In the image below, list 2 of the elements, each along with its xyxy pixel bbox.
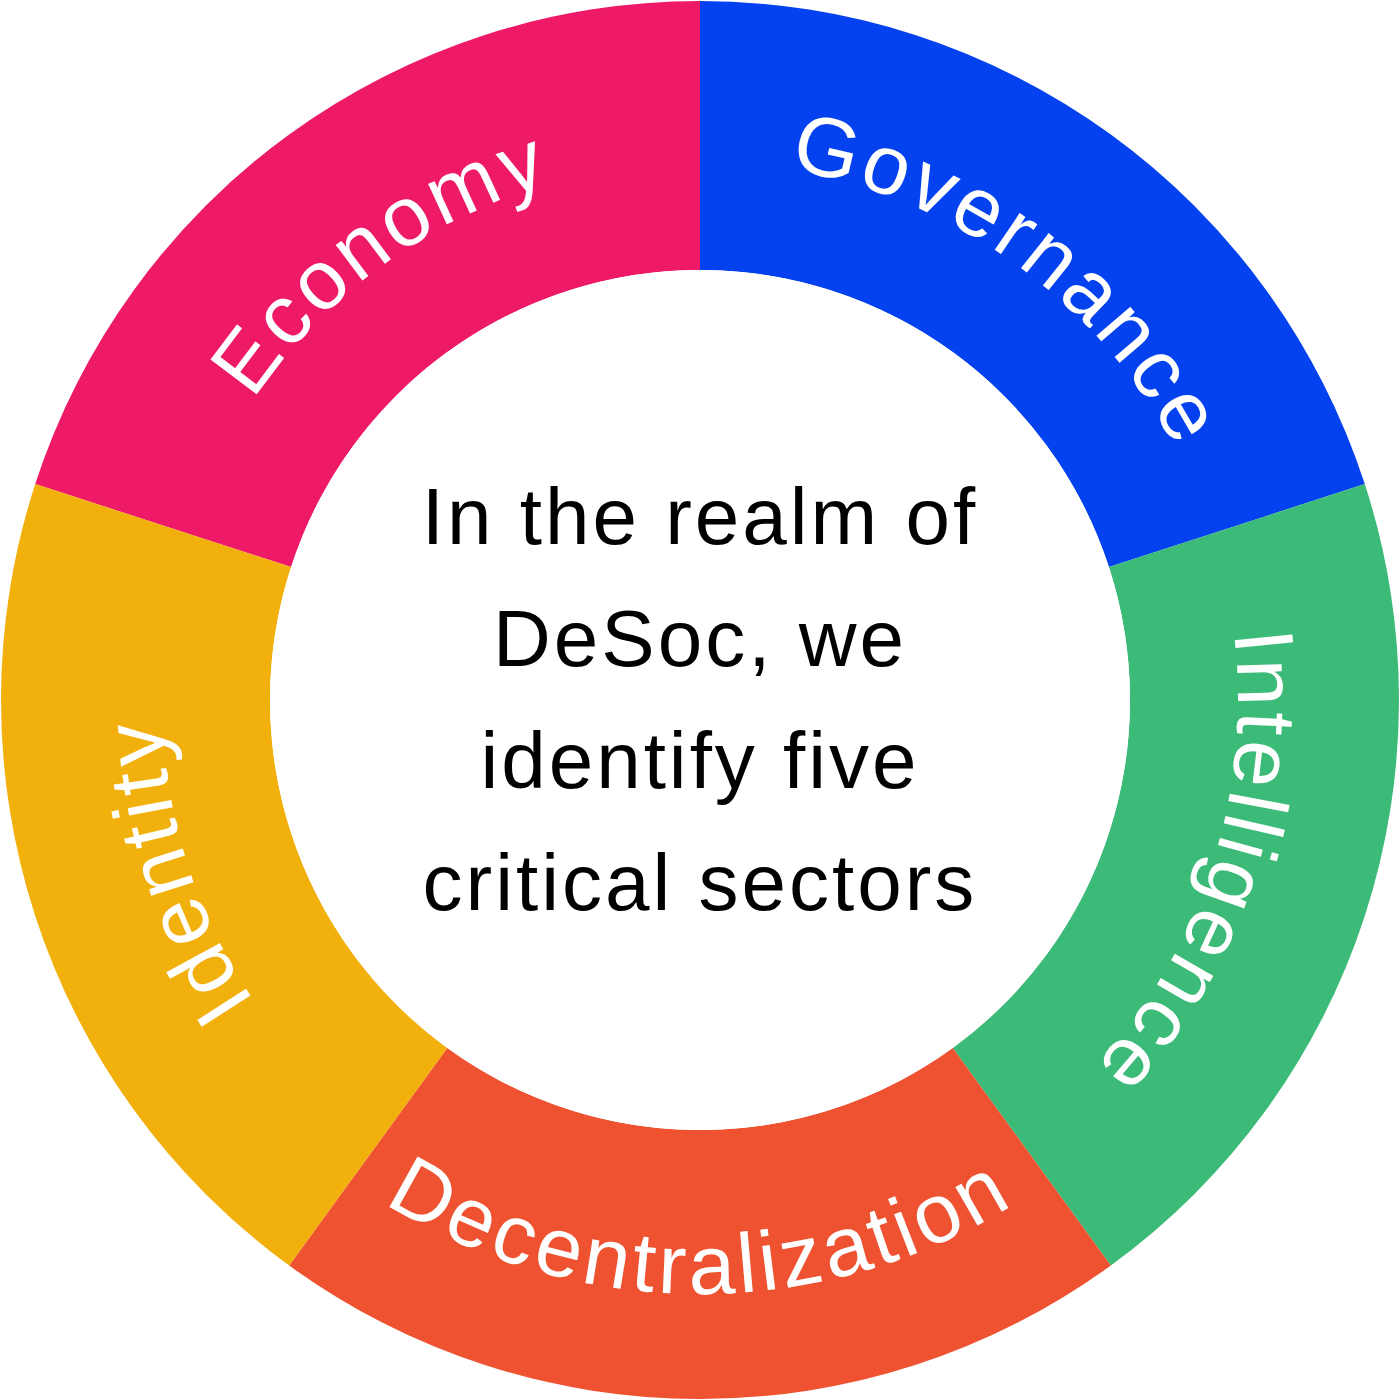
segment-label: Decentralization xyxy=(374,1137,1026,1313)
center-text: In the realm of DeSoc, we identify five critical sectors xyxy=(420,471,980,929)
